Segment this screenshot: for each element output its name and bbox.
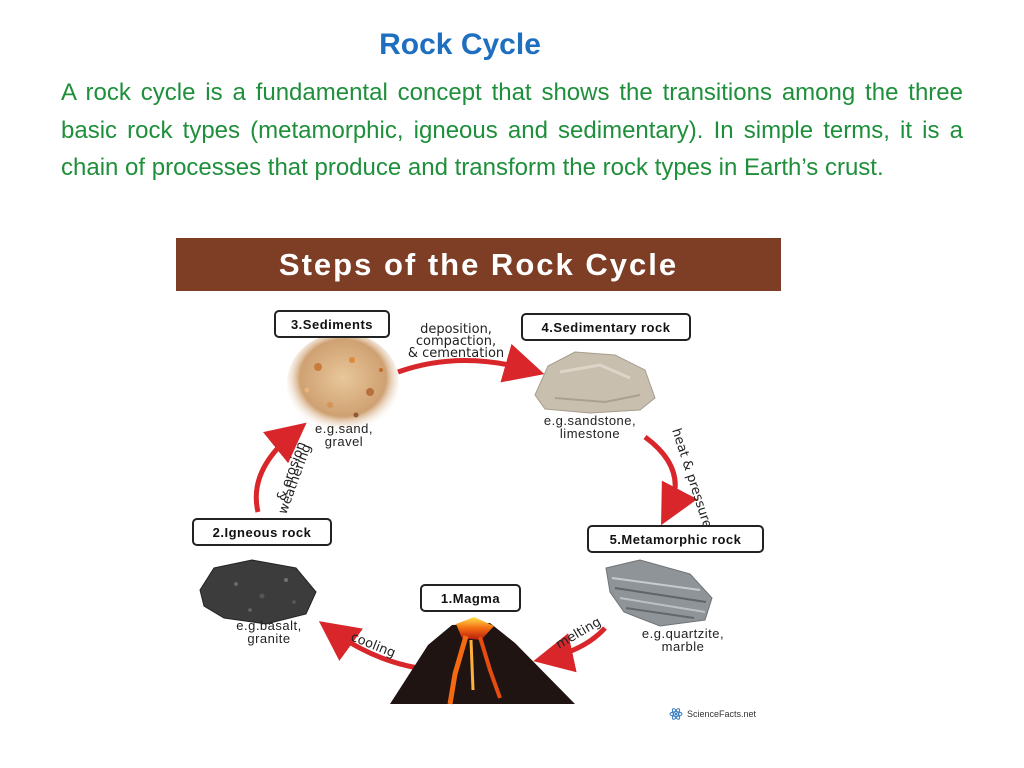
stage-sedimentary-label: 4.Sedimentary rock <box>521 313 691 341</box>
sediments-example: e.g.sand, gravel <box>315 421 373 449</box>
stage-sediments-label: 3.Sediments <box>274 310 390 338</box>
arrow-weathering <box>253 422 307 513</box>
credit-logo: ScienceFacts.net <box>669 707 756 721</box>
stage-magma-label: 1.Magma <box>420 584 521 612</box>
igneous-example: e.g.basalt, granite <box>236 618 302 646</box>
diagram-banner: Steps of the Rock Cycle <box>176 238 781 291</box>
arrow-heat-pressure <box>643 434 698 526</box>
igneous-rock-image <box>199 559 317 625</box>
metamorphic-rock-image <box>605 559 713 627</box>
intro-paragraph: A rock cycle is a fundamental concept th… <box>61 79 963 181</box>
metamorphic-example: e.g.quartzite, marble <box>641 626 725 654</box>
sedimentary-example: e.g.sandstone, limestone <box>543 413 637 441</box>
process-deposition: deposition,compaction,& cementation <box>408 322 504 361</box>
stage-metamorphic-label: 5.Metamorphic rock <box>587 525 764 553</box>
arrow-melting <box>533 626 607 673</box>
arrow-deposition <box>397 343 545 383</box>
credit-text: ScienceFacts.net <box>687 709 757 719</box>
sediments-image <box>287 333 399 433</box>
arrow-cooling <box>318 621 419 671</box>
magma-volcano-image <box>390 617 575 705</box>
stage-igneous-label: 2.Igneous rock <box>192 518 332 546</box>
atom-icon <box>669 708 683 720</box>
sedimentary-rock-image <box>534 351 656 414</box>
banner-title: Steps of the Rock Cycle <box>278 246 679 282</box>
slide-title: Rock Cycle <box>379 28 541 61</box>
